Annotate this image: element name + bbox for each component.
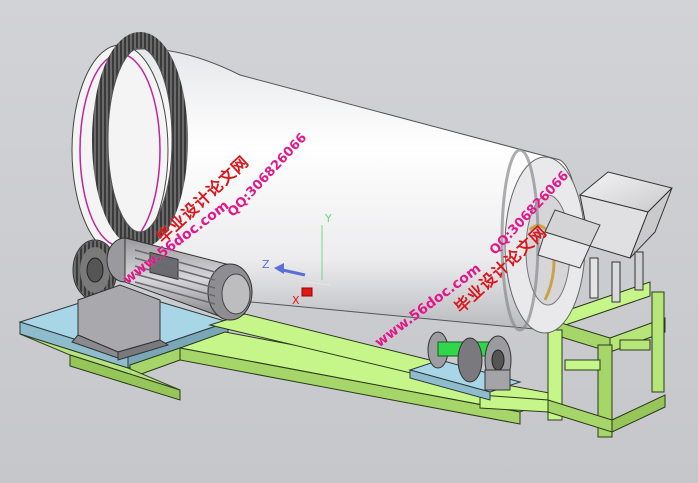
feed-hopper — [537, 171, 673, 303]
z-axis-label: Z — [262, 258, 270, 271]
drive-motor — [106, 237, 253, 321]
green-support-frame — [19, 281, 666, 438]
x-axis-label: X — [292, 294, 300, 307]
support-roller-assembly — [427, 331, 512, 391]
reducer-pedestal — [71, 284, 170, 361]
coordinate-triad — [274, 225, 331, 297]
y-axis-label: Y — [325, 212, 332, 225]
origin-marker — [301, 287, 313, 297]
